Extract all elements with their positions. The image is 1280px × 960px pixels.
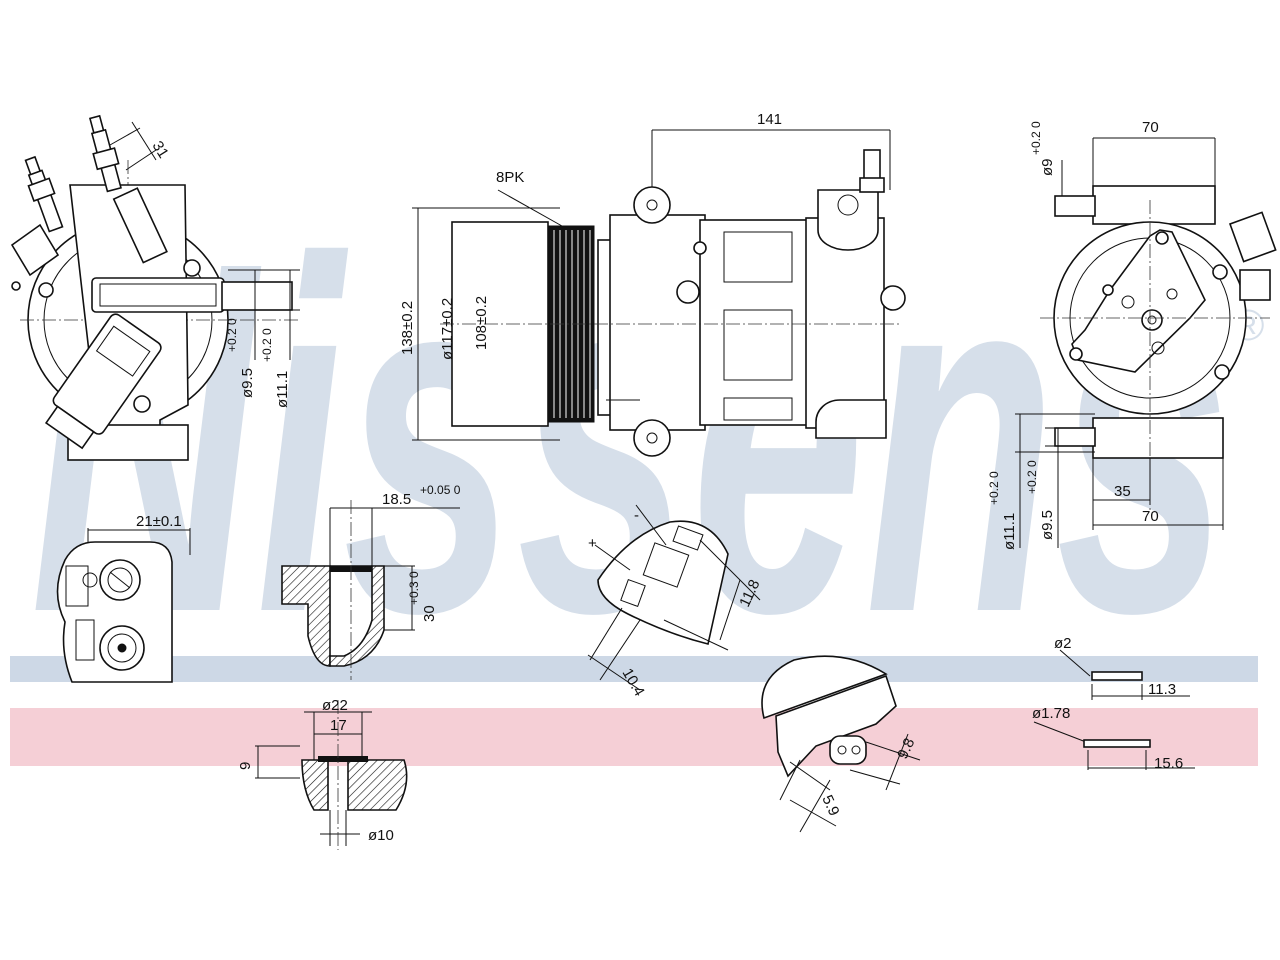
dim-138: 138±0.2 [399,301,416,355]
detail-electrical-connector [587,504,761,691]
connector-plus-mark: + [588,535,597,552]
pink-band [10,708,1258,766]
detail-fitting-bracket [56,528,191,683]
dim-11-1-right: ø11.1 [1001,513,1018,550]
detail-port-section [281,500,460,680]
dim-31: 31 [149,138,172,161]
dim-21: 21±0.1 [136,513,182,530]
dim-117: ø117±0.2 [439,298,456,360]
detail-o-ring-small [1033,721,1195,770]
dim-5-9: 5.9 [818,793,842,819]
blue-band [10,656,1258,682]
dim-1-78: ø1.78 [1032,705,1070,722]
dim-2: ø2 [1054,635,1072,652]
dim-11-1-left-tol: +0.2 0 [260,328,274,362]
dim-18-5: 18.5 [382,491,411,508]
dim-35: 35 [1114,483,1131,500]
dim-141: 141 [757,111,782,128]
side-view-center [412,129,906,457]
dim-9-5-left-tol: +0.2 0 [225,318,239,352]
dim-9-5-left: ø9.5 [239,368,256,398]
detail-sensor-plug [761,655,921,833]
dim-11-3: 11.3 [1148,681,1176,698]
dim-9-top: ø9 [1039,158,1056,176]
dim-22: ø22 [322,697,348,714]
dim-17: 17 [330,717,347,734]
dim-108: 108±0.2 [473,296,490,350]
dim-8pk: 8PK [496,169,524,186]
detail-flange-section [255,700,408,850]
dim-30: 30 [421,605,438,622]
dim-10: ø10 [368,827,394,844]
detail-o-ring-large [1059,649,1190,700]
dim-9: 9 [237,762,254,770]
front-view-right [1015,137,1277,548]
dim-30-tol: +0.3 0 [407,571,421,605]
dim-70-top: 70 [1142,119,1159,136]
dim-9-5-right-tol: +0.2 0 [1025,460,1039,494]
connector-minus-mark: - [634,507,639,524]
dim-15-6: 15.6 [1154,755,1183,772]
dim-11-1-right-tol: +0.2 0 [987,471,1001,505]
dim-70-bottom: 70 [1142,508,1159,525]
dim-18-5-tol: +0.05 0 [420,483,461,497]
dim-11-1-left: ø11.1 [274,371,291,408]
dim-9-top-tol: +0.2 0 [1029,121,1043,155]
dim-9-5-right: ø9.5 [1039,510,1056,540]
front-view-left [10,114,300,461]
